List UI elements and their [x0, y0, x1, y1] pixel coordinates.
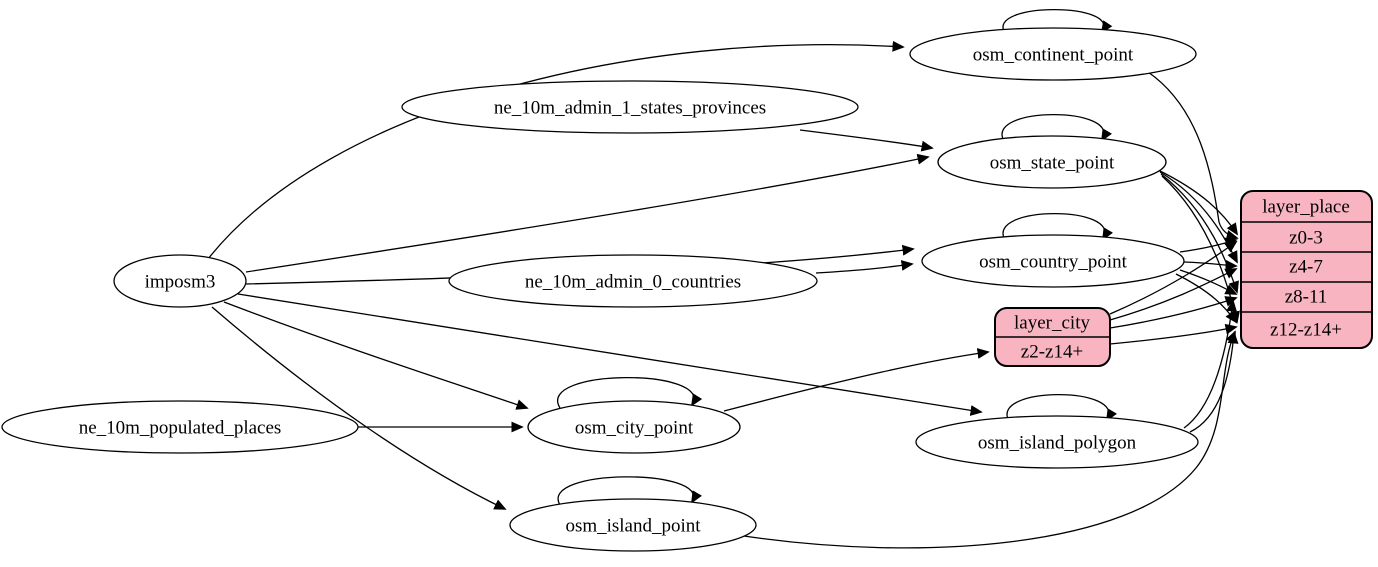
selfloop-osm_continent_point: [1002, 9, 1113, 34]
selfloop-osm_country_point: [1002, 213, 1113, 241]
layer_city-row-z2-z14: z2-z14+: [1021, 342, 1083, 363]
edge-osm_state_point-z4-7: [1159, 171, 1238, 264]
edge-osm_country_point-z4-7: [1183, 259, 1238, 271]
osm_country_point-label: osm_country_point: [979, 252, 1127, 273]
layer_place-title: layer_place: [1262, 197, 1350, 218]
table-layer_place: layer_place z0-3 z4-7 z8-11 z12-z14+: [1240, 190, 1373, 349]
edge-osm_country_point-z12-z14: [1175, 273, 1238, 324]
osm_island_polygon-shape: [915, 415, 1199, 469]
edge-layer_city-z8-11: [1109, 296, 1238, 329]
selfloop-osm_island_point: [557, 476, 702, 506]
imposm3-label: imposm3: [145, 272, 216, 293]
osm_island_polygon-label: osm_island_polygon: [978, 433, 1137, 454]
osm_island_point-shape: [509, 498, 757, 552]
osm_island_point-label: osm_island_point: [565, 516, 701, 537]
osm_continent_point-shape: [909, 27, 1197, 81]
osm_city_point-label: osm_city_point: [575, 418, 694, 439]
edge-ne1-osm_state_point: [799, 129, 934, 152]
edge-osm_country_point-z8-11: [1179, 269, 1238, 295]
node-osm_island_polygon: osm_island_polygon: [915, 415, 1199, 469]
node-ne_10m_populated_places: ne_10m_populated_places: [1, 400, 359, 454]
edge-osm_city_point-layer_city: [723, 348, 990, 412]
edge-imposm3-osm_island_polygon: [237, 293, 983, 416]
edge-imposm3-osm_state_point: [245, 153, 930, 273]
osm_state_point-label: osm_state_point: [990, 153, 1115, 174]
edge-layer_city-z0-3: [1109, 240, 1238, 315]
edge-osm_island_polygon-z12-z14: [1189, 331, 1239, 433]
selfloop-osm_island_polygon: [1006, 394, 1117, 422]
layer_place-box: [1240, 190, 1373, 349]
edge-osm_state_point-z8-11: [1160, 173, 1239, 294]
edge-layer_city-z12-z14: [1109, 323, 1238, 345]
edge-osm_island_point-z12-z14: [743, 330, 1236, 549]
nepop-shape: [1, 400, 359, 454]
edges: [207, 9, 1240, 549]
layer_place-row-z0-3: z0-3: [1289, 228, 1323, 249]
node-osm_continent_point: osm_continent_point: [909, 27, 1197, 81]
layer_place-row-z12-z14: z12-z14+: [1270, 320, 1342, 341]
nepop-label: ne_10m_populated_places: [79, 418, 282, 439]
ne0-label: ne_10m_admin_0_countries: [525, 272, 741, 293]
osm_continent_point-label: osm_continent_point: [973, 45, 1134, 66]
selfloop-osm_state_point: [1001, 114, 1112, 142]
edge-ne0-osm_country_point: [815, 260, 914, 274]
edge-osm_island_polygon-z8-11: [1183, 299, 1238, 429]
osm_country_point-shape: [921, 234, 1185, 288]
osm_city_point-shape: [527, 400, 741, 454]
ne0-shape: [448, 254, 818, 308]
osm_state_point-shape: [937, 135, 1167, 189]
node-osm_country_point: osm_country_point: [921, 234, 1185, 288]
ne1-shape: [401, 80, 859, 134]
selfloop-osm_city_point: [557, 377, 703, 409]
layer_place-row-z4-7: z4-7: [1289, 257, 1323, 278]
imposm3-shape: [113, 254, 247, 308]
edge-imposm3-osm_continent_point: [207, 40, 905, 260]
edge-imposm3-osm_city_point: [223, 301, 529, 410]
node-osm_city_point: osm_city_point: [527, 400, 741, 454]
layer_place-row-z8-11: z8-11: [1285, 287, 1328, 308]
edge-osm_state_point-z0-3: [1157, 169, 1239, 236]
ne1-label: ne_10m_admin_1_states_provinces: [494, 98, 766, 119]
table-layer_city: layer_city z2-z14+: [994, 307, 1111, 367]
edge-layer_city-z4-7: [1109, 268, 1238, 321]
layer_city-title: layer_city: [1014, 313, 1090, 334]
node-ne_10m_admin_0_countries: ne_10m_admin_0_countries: [448, 254, 818, 308]
node-ne_10m_admin_1_states_provinces: ne_10m_admin_1_states_provinces: [401, 80, 859, 134]
node-imposm3: imposm3: [113, 254, 247, 308]
node-osm_island_point: osm_island_point: [509, 498, 757, 552]
edge-osm_country_point-z0-3: [1179, 237, 1238, 253]
node-osm_state_point: osm_state_point: [937, 135, 1167, 189]
